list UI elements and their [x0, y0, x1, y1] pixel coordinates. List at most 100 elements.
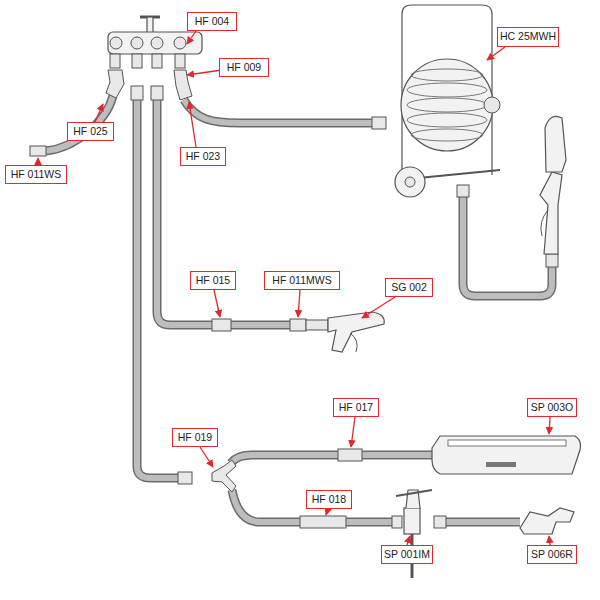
hose-coil: [407, 83, 487, 97]
hose-connector: [434, 516, 446, 528]
hose: [362, 451, 432, 460]
leader-arrows: [38, 31, 550, 545]
part-code: HC 25MWH: [500, 31, 556, 43]
hose-connector: [546, 254, 558, 267]
spray-head: [545, 116, 566, 172]
reel-crank: [484, 97, 500, 113]
leader-arrow: [189, 102, 196, 147]
part-code: HF 017: [339, 402, 373, 414]
hose-connector: [151, 86, 163, 100]
leader-arrow: [214, 290, 220, 317]
valve-knob: [131, 37, 143, 49]
hose-end-connector: [30, 146, 46, 156]
part-label-box: HF 023: [180, 147, 226, 166]
part-label-box: HF 017: [333, 398, 379, 417]
hose: [232, 490, 300, 522]
reel-frame: [402, 5, 492, 180]
spray-wand: [540, 172, 562, 254]
oscillating-sprinkler: [432, 436, 580, 474]
part-code: HF 023: [186, 151, 220, 163]
part-label-box: HF 018: [306, 490, 352, 509]
reel-drum: [401, 59, 493, 151]
hose: [362, 452, 432, 458]
leader-arrow: [187, 70, 222, 75]
hose: [46, 96, 113, 151]
part-label-box: HF 025: [67, 122, 114, 141]
hose-connector: [372, 117, 386, 129]
hose-coil: [407, 113, 487, 127]
part-code: SG 002: [391, 282, 427, 294]
sprinkler-dial: [486, 462, 516, 467]
part-label-box: HF 011WS: [5, 165, 67, 184]
hose: [184, 100, 372, 123]
part-code: HF 019: [178, 432, 212, 444]
wand-trigger: [541, 210, 548, 236]
hose-coil: [411, 69, 483, 81]
outlet: [175, 54, 185, 68]
part-label-box: HC 25MWH: [497, 27, 559, 47]
spray-gun: [212, 312, 384, 352]
part-label-box: HF 019: [172, 428, 218, 447]
wheel-hub: [405, 177, 415, 187]
hose: [232, 490, 300, 522]
hose: [463, 195, 552, 296]
connector: [306, 320, 328, 330]
leader-arrow: [407, 536, 410, 545]
hose: [46, 96, 113, 151]
part-code: HF 011WS: [11, 169, 62, 181]
leader-arrow: [487, 47, 505, 60]
hose-connector: [131, 86, 143, 100]
leader-arrow: [200, 447, 213, 467]
tap-manifold: [30, 17, 202, 156]
valve-knob: [110, 37, 122, 49]
part-label-box: HF 004: [187, 12, 237, 31]
hose: [231, 322, 290, 328]
manifold-body: [108, 32, 202, 54]
part-code: SP 003O: [531, 402, 573, 414]
leader-arrow: [37, 158, 38, 165]
hose: [231, 321, 290, 330]
rotary-sprinkler: [520, 508, 574, 534]
part-code: SP 006R: [531, 549, 573, 561]
part-label-box: HF 011MWS: [264, 271, 340, 290]
hose-coil: [407, 98, 487, 112]
outlet: [132, 54, 142, 68]
hose: [157, 100, 212, 325]
hose-joiner: [212, 319, 231, 331]
hose: [446, 519, 520, 525]
outlet: [152, 54, 162, 68]
leader-arrow: [298, 290, 300, 317]
hose: [184, 100, 372, 123]
hose-coil: [411, 129, 483, 141]
hose-joiner: [338, 449, 362, 461]
hose-joiner: [300, 516, 346, 528]
valve-knob: [151, 37, 163, 49]
leader-arrow: [95, 104, 103, 122]
leader-arrow: [362, 297, 395, 318]
part-label-box: SP 001IM: [381, 545, 433, 564]
leader-arrow: [351, 417, 355, 447]
part-label-box: SG 002: [385, 278, 433, 297]
hose-connector: [178, 472, 192, 484]
hose: [231, 455, 338, 463]
part-code: HF 004: [195, 16, 229, 28]
valve-knob: [174, 37, 186, 49]
hose: [446, 518, 520, 527]
part-label-box: SP 003O: [527, 398, 577, 417]
y-connector: [178, 460, 236, 492]
leader-arrow: [549, 536, 550, 545]
leader-arrow: [187, 31, 196, 44]
impact-arm: [396, 490, 432, 496]
sprinklers: [300, 436, 580, 578]
hose: [137, 100, 178, 478]
sprinkler-bar: [448, 440, 566, 446]
part-code: SP 001IM: [384, 549, 430, 561]
tap-stem: [147, 17, 153, 33]
hose-connector: [457, 185, 469, 197]
part-code: HF 011MWS: [272, 275, 331, 287]
hose-connector: [290, 319, 306, 331]
y-piece: [212, 460, 236, 492]
